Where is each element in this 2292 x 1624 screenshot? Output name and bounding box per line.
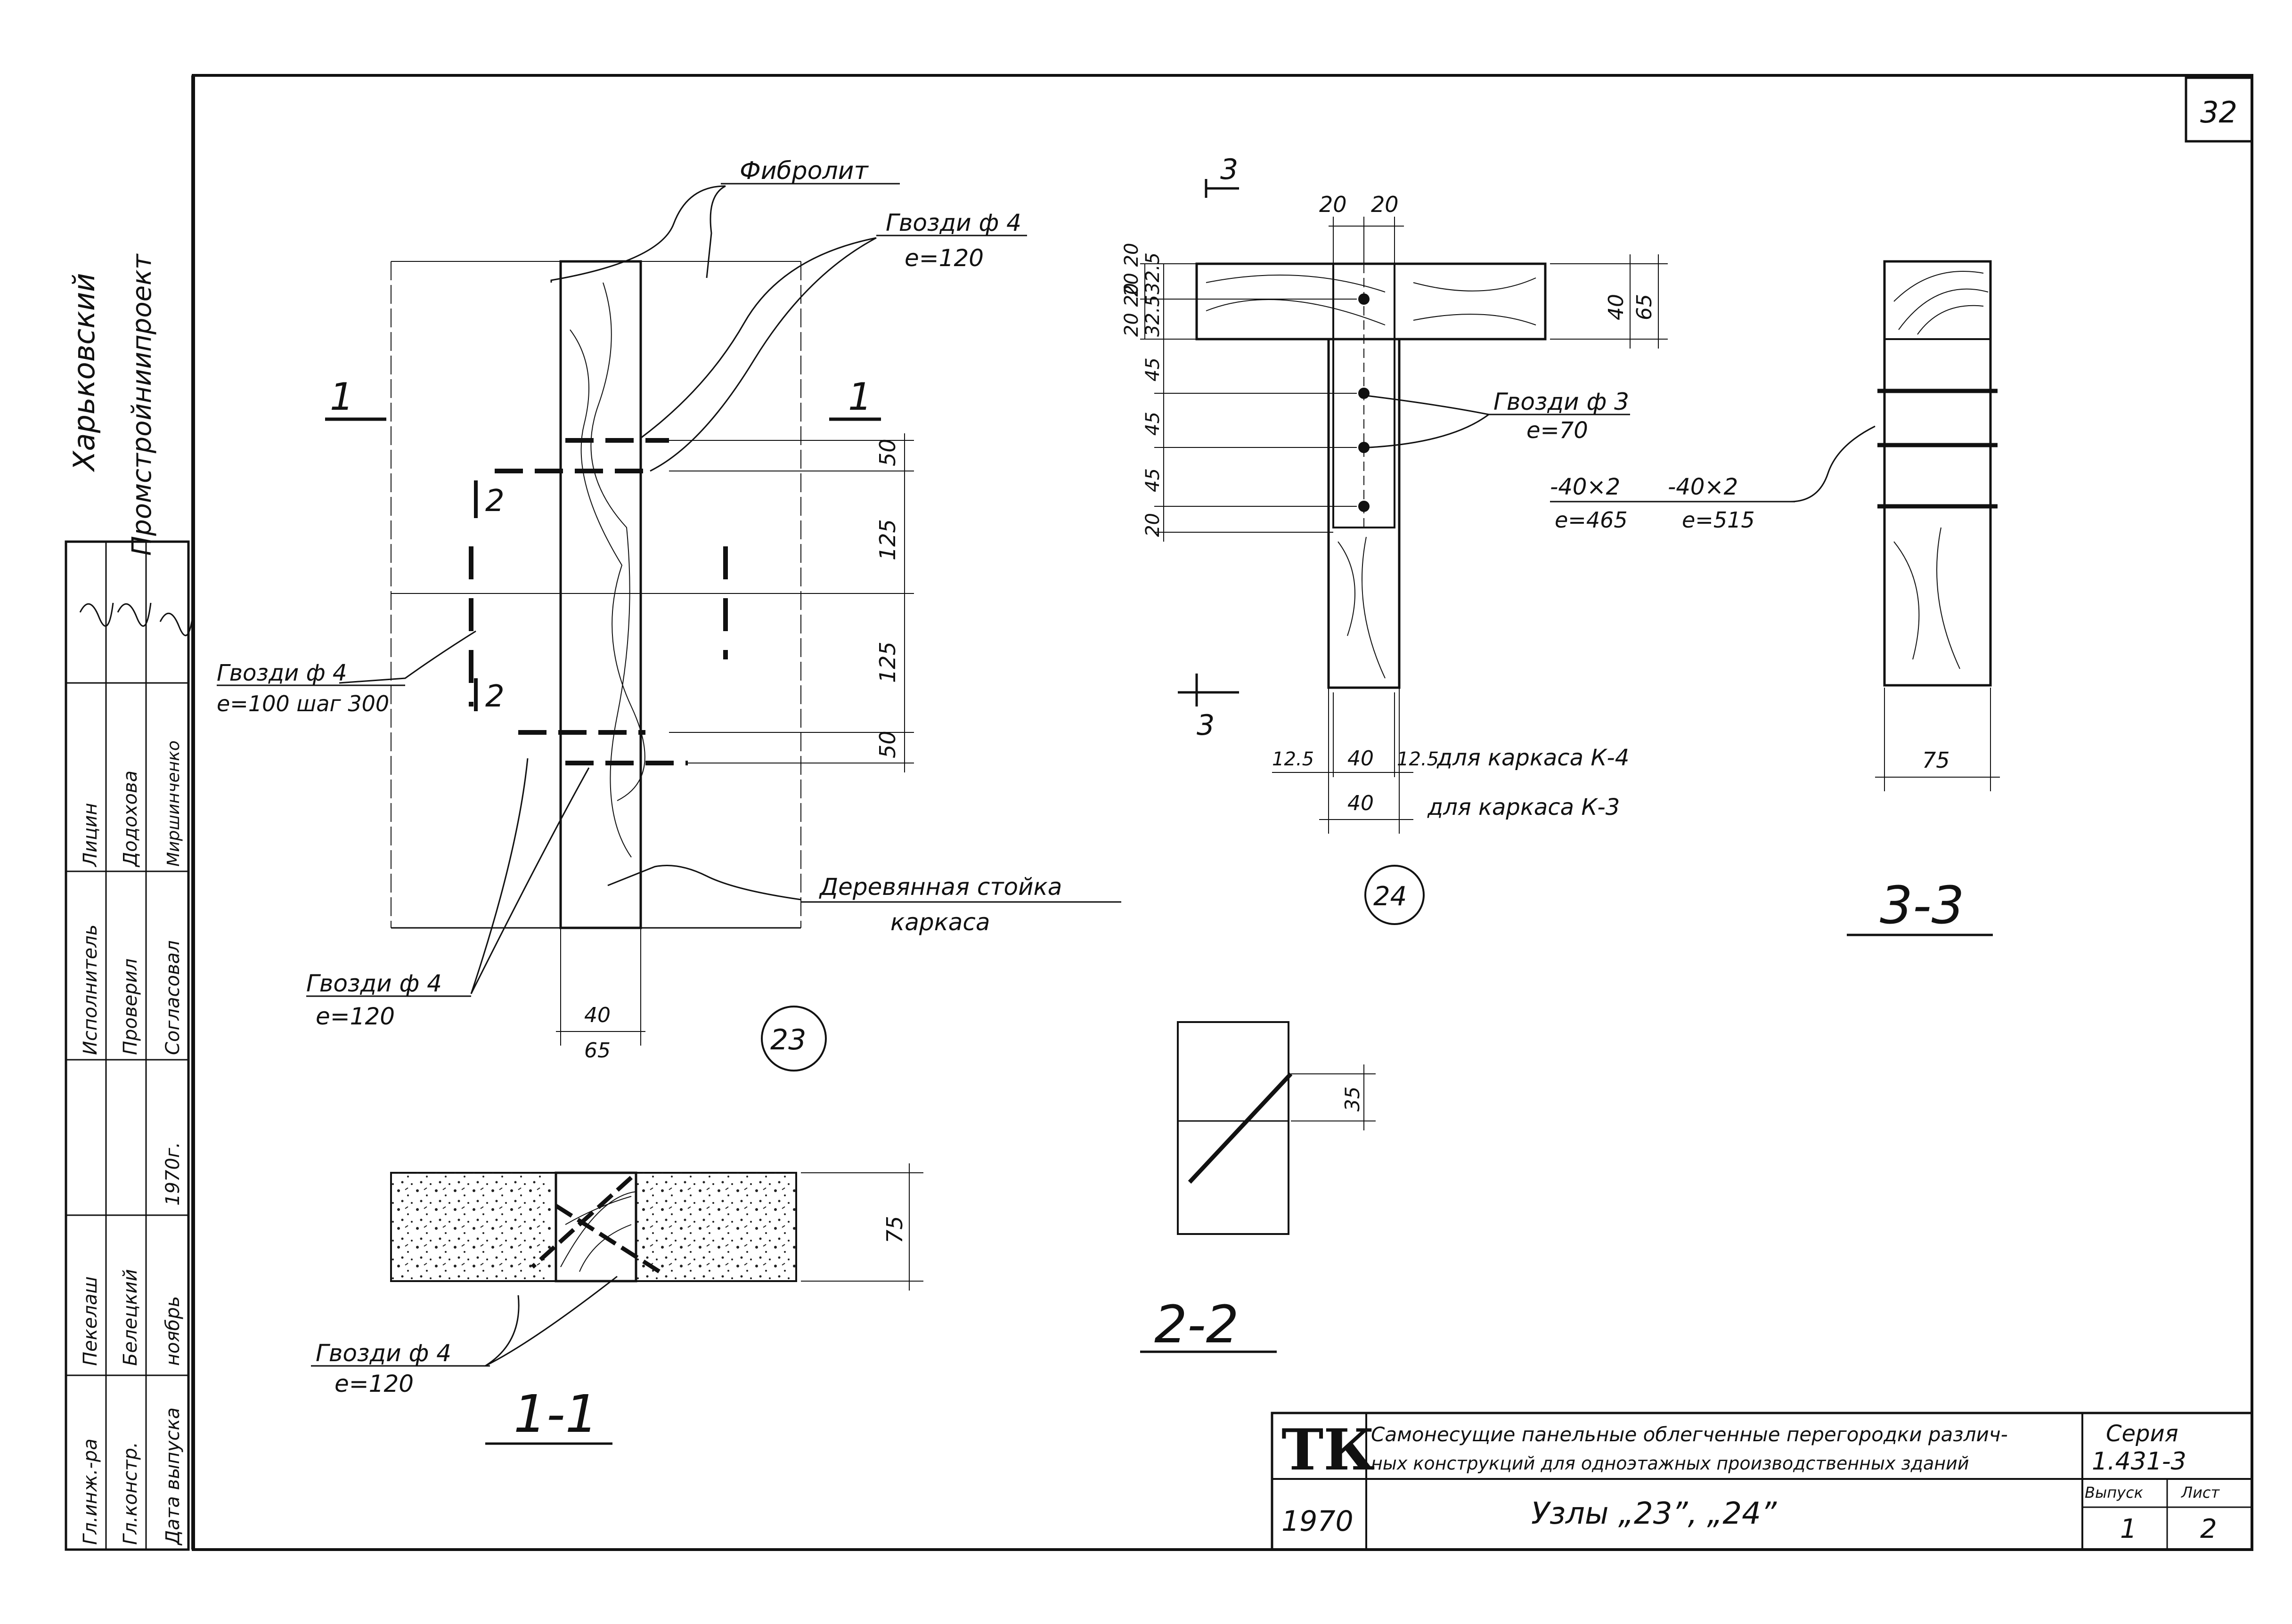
node24-nails-spacing: e=70 <box>1526 417 1588 444</box>
node24-bottom-dim-1: 12.5 <box>1272 748 1314 770</box>
stamp-name-3: Миршинченко <box>164 740 183 867</box>
title-description-2: ных конструкций для одноэтажных производ… <box>1371 1453 1969 1474</box>
section-1-1: 75 Гвозди ф 4 e=120 1-1 <box>311 1163 923 1445</box>
node24-section-3-bot: 3 <box>1197 709 1215 742</box>
title-subject: Узлы „23”, „24” <box>1531 1496 1777 1531</box>
node-24-drawing: 3 3 20 20 20 20 20 20 32.5 32.5 45 45 45… <box>1121 153 1668 925</box>
title-description-1: Самонесущие панельные облегченные перего… <box>1371 1423 2008 1446</box>
series-label: Серия <box>2106 1421 2178 1447</box>
tk-logo: ТК <box>1281 1417 1375 1483</box>
nails-bot-spacing: e=120 <box>316 1003 395 1030</box>
nails-mid-spacing: e=100 шаг 300 <box>217 691 389 716</box>
node24-bottom-dim-2: 40 <box>1347 747 1374 771</box>
node24-left-dim-5: 45 <box>1142 468 1164 492</box>
stamp-role-2: Проверил <box>120 958 141 1055</box>
node24-dim-65: 65 <box>1632 294 1656 320</box>
issue-value: 1 <box>2120 1514 2137 1544</box>
nails-top-spacing: e=120 <box>905 244 984 272</box>
node24-label-k3: для каркаса К-3 <box>1427 794 1620 820</box>
issue-label: Выпуск <box>2085 1484 2144 1502</box>
node24-left-outer-1: 20 20 <box>1121 243 1142 297</box>
approval-stamp: Исполнитель Проверил Согласовал Лицин До… <box>65 540 194 1551</box>
node24-left-dim-4: 45 <box>1142 412 1164 436</box>
dim-125-b: 125 <box>875 641 900 683</box>
sheet-label: Лист <box>2181 1484 2220 1502</box>
node24-bottom-dim-4: 40 <box>1347 791 1374 815</box>
section-2-2: 35 2-2 <box>1140 1021 1376 1355</box>
stamp-year: 1970г. <box>162 1142 184 1206</box>
sheet-frame: 32 <box>191 74 2253 1551</box>
node24-label-k4: для каркаса К-4 <box>1436 745 1629 771</box>
page-number: 32 <box>2200 95 2237 130</box>
section22-dim-35: 35 <box>1341 1087 1364 1112</box>
stamp-role-4: Гл.инж.-ра <box>80 1438 101 1545</box>
org-line-2: Промстройниипроект <box>127 253 157 556</box>
series-value: 1.431-3 <box>2092 1447 2186 1476</box>
section33-dim-75: 75 <box>1922 747 1950 773</box>
node-24-marker <box>1364 865 1425 925</box>
org-line-1: Харьковский <box>67 273 101 472</box>
strip-label-b-e: e=515 <box>1682 507 1755 533</box>
node-23-drawing: 1 1 2 2 50 125 125 50 40 65 Фи <box>217 157 1121 1072</box>
node24-nails-label: Гвозди ф 3 <box>1493 388 1629 415</box>
node23-section-2-top: 2 <box>485 484 505 519</box>
node24-bottom-dim-3: 12.5 <box>1397 748 1439 770</box>
node24-left-dim-6: 20 <box>1142 513 1164 537</box>
strip-label-a: -40×2 <box>1550 474 1620 500</box>
node-23-number: 23 <box>770 1023 806 1056</box>
node24-section-3-top: 3 <box>1220 153 1238 186</box>
page-number-box <box>2185 76 2253 143</box>
node-24-number: 24 <box>1373 881 1407 912</box>
post-label-2: каркаса <box>890 909 990 936</box>
stamp-role-5: Гл.констр. <box>120 1442 141 1545</box>
node23-section-1-right: 1 <box>848 375 872 419</box>
signature-3 <box>159 612 194 636</box>
title-year: 1970 <box>1281 1505 1354 1538</box>
dim-50-top: 50 <box>875 438 900 466</box>
node24-left-dim-2: 32.5 <box>1142 295 1164 337</box>
stamp-role-6: Дата выпуска <box>162 1407 184 1546</box>
stamp-name-2: Додохова <box>120 771 141 868</box>
section-3-3: -40×2 e=465 -40×2 e=515 75 3-3 <box>1550 260 2000 936</box>
section11-title: 1-1 <box>514 1384 598 1444</box>
node-23-marker <box>761 1006 827 1072</box>
dim-40: 40 <box>584 1003 611 1027</box>
strip-label-b: -40×2 <box>1668 474 1738 500</box>
post-label-1: Деревянная стойка <box>819 873 1062 901</box>
fibrolite-label: Фибролит <box>740 157 869 185</box>
node23-section-1-left: 1 <box>330 375 354 419</box>
nails-top-label: Гвозди ф 4 <box>886 209 1021 236</box>
stamp-name-5: Белецкий <box>120 1269 141 1366</box>
node24-dim-20a: 20 <box>1319 192 1347 217</box>
node24-left-dim-3: 45 <box>1142 357 1164 382</box>
dim-65: 65 <box>584 1039 611 1063</box>
section33-title: 3-3 <box>1880 875 1965 935</box>
stamp-role-1: Исполнитель <box>80 925 101 1055</box>
strip-label-a-e: e=465 <box>1555 507 1628 533</box>
stamp-role-3: Согласовал <box>162 940 184 1055</box>
node24-left-outer-2: 20 20 <box>1121 283 1142 337</box>
title-block: ТК Самонесущие панельные облегченные пер… <box>1271 1412 2253 1551</box>
organization-label: Харьковский Промстройниипроект <box>67 253 157 556</box>
dim-50-bot: 50 <box>875 731 900 758</box>
signature-1 <box>79 602 114 627</box>
signature-2 <box>117 602 152 627</box>
section22-title: 2-2 <box>1154 1294 1239 1355</box>
section11-dim-75: 75 <box>882 1216 907 1243</box>
nails-mid-label: Гвозди ф 4 <box>217 660 347 686</box>
stamp-date: ноябрь <box>162 1296 184 1366</box>
sheet-value: 2 <box>2200 1514 2217 1544</box>
dim-125-a: 125 <box>875 519 900 560</box>
node24-dim-40: 40 <box>1604 294 1628 320</box>
stamp-name-4: Пекелаш <box>80 1276 101 1366</box>
node24-dim-20b: 20 <box>1371 192 1399 217</box>
section11-nails-label: Гвозди ф 4 <box>316 1340 451 1367</box>
section11-nails-spacing: e=120 <box>334 1370 414 1397</box>
node23-section-2-bot: 2 <box>485 679 505 714</box>
node24-left-dim-1: 32.5 <box>1142 252 1164 294</box>
nails-bot-label: Гвозди ф 4 <box>306 970 442 997</box>
stamp-name-1: Лицин <box>80 803 101 868</box>
